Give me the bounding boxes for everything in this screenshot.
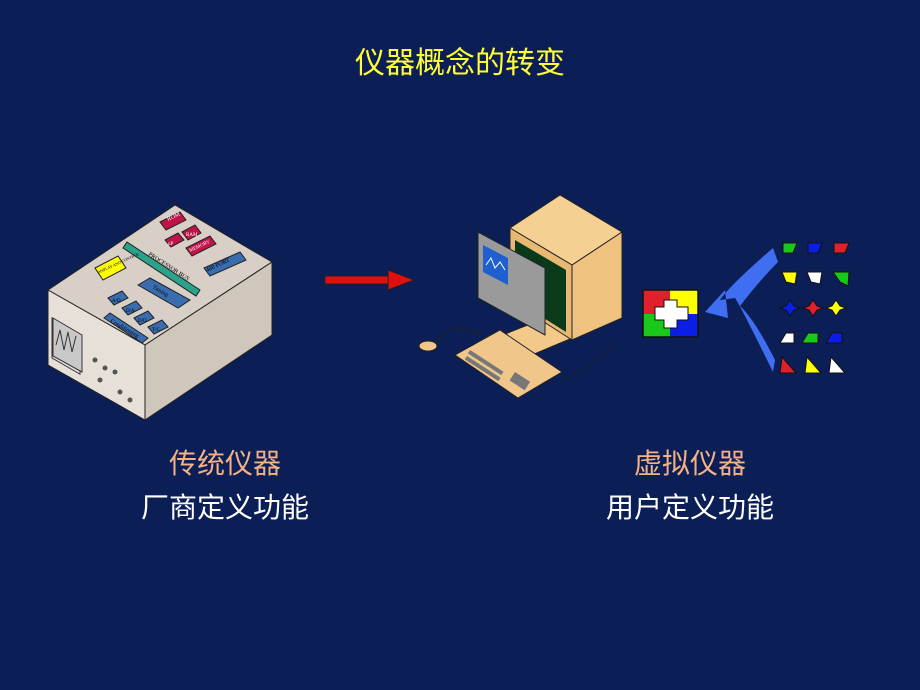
- label-rom: ROM: [166, 211, 182, 222]
- slide-title: 仪器概念的转变: [355, 46, 565, 81]
- puzzle-icon: [642, 289, 699, 338]
- label-tc: T/C: [152, 328, 160, 333]
- label-ad: A/D: [112, 299, 121, 304]
- traditional-instrument-subheading: 厂商定义功能: [140, 491, 309, 524]
- red-arrow-icon: [324, 269, 416, 291]
- puzzle-pieces-grid: [778, 242, 850, 374]
- label-up: uP: [168, 242, 174, 247]
- label-ram: RAM: [186, 233, 198, 238]
- label-dd: D/D: [138, 319, 147, 324]
- virtual-instrument-subheading: 用户定义功能: [605, 491, 774, 524]
- traditional-instrument-heading: 传统仪器: [168, 447, 281, 480]
- label-da: D/A: [126, 309, 135, 314]
- virtual-instrument-heading: 虚拟仪器: [633, 447, 746, 480]
- blue-arrow-icon: [705, 248, 778, 372]
- traditional-instrument-illustration: ROM uP RAM MEMORY PROCESSOR BUS DISPLAY …: [47, 204, 273, 421]
- computer-illustration: [418, 194, 623, 399]
